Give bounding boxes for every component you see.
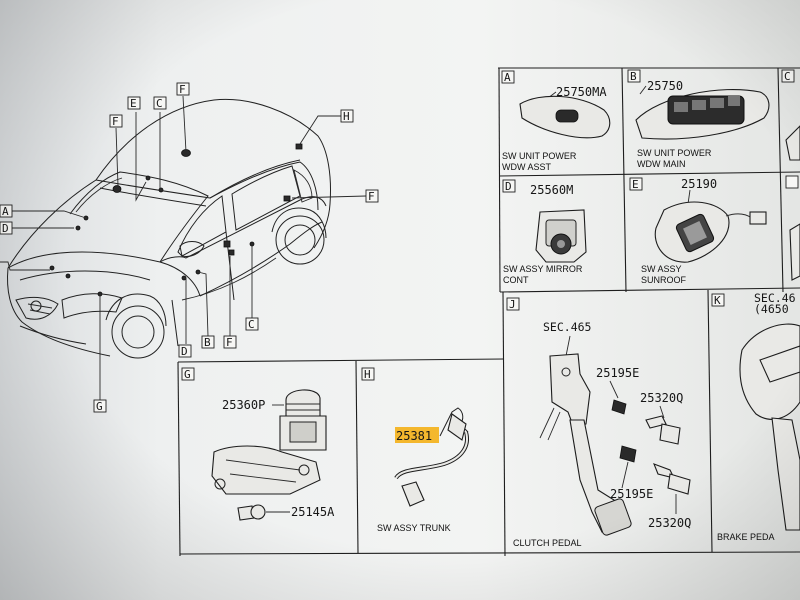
callout-box[interactable]: H: [340, 109, 354, 123]
svg-text:D: D: [505, 180, 512, 193]
callout-box[interactable]: C: [153, 96, 167, 110]
svg-text:25145A: 25145A: [291, 505, 335, 519]
svg-text:SEC.465: SEC.465: [543, 320, 591, 334]
svg-text:25320Q: 25320Q: [648, 516, 691, 530]
svg-text:C: C: [156, 97, 163, 110]
callout-box[interactable]: D: [178, 344, 192, 358]
svg-text:D: D: [181, 345, 188, 358]
panel-g[interactable]: G 25360P 25145A: [181, 367, 335, 521]
svg-text:F: F: [179, 83, 186, 96]
panel-a[interactable]: A 25750MA SW UNIT POWER WDW ASST: [501, 70, 611, 172]
svg-text:E: E: [632, 178, 639, 191]
svg-text:SW UNIT POWER: SW UNIT POWER: [637, 148, 712, 158]
svg-text:G: G: [184, 368, 191, 381]
svg-text:25195E: 25195E: [610, 487, 653, 501]
svg-text:WDW MAIN: WDW MAIN: [637, 159, 686, 169]
svg-text:C: C: [248, 318, 255, 331]
svg-text:H: H: [343, 110, 350, 123]
panel-d[interactable]: D 25560M SW ASSY MIRROR CONT: [502, 179, 587, 285]
callout-box[interactable]: A: [0, 204, 13, 218]
svg-text:B: B: [204, 336, 211, 349]
svg-text:CLUTCH PEDAL: CLUTCH PEDAL: [513, 538, 582, 548]
svg-text:SW ASSY: SW ASSY: [641, 264, 682, 274]
callout-box[interactable]: G: [93, 399, 107, 413]
panel-h[interactable]: H 25381 SW ASSY TRUNK: [361, 367, 469, 533]
svg-text:25750MA: 25750MA: [556, 85, 607, 99]
svg-text:BRAKE PEDA: BRAKE PEDA: [717, 532, 775, 542]
svg-text:WDW ASST: WDW ASST: [502, 162, 552, 172]
svg-text:SW ASSY MIRROR: SW ASSY MIRROR: [503, 264, 583, 274]
bottom-panels: G 25360P 25145A H 25381: [177, 289, 800, 557]
svg-text:H: H: [364, 368, 371, 381]
callout-box[interactable]: F: [109, 114, 123, 128]
svg-text:F: F: [112, 115, 119, 128]
svg-text:SEC.46: SEC.46: [754, 291, 796, 305]
callout-box[interactable]: C: [245, 317, 259, 331]
panel-e[interactable]: E 25190 SW ASSY SUNROOF: [629, 177, 767, 285]
svg-text:25195E: 25195E: [596, 366, 639, 380]
callout-box[interactable]: F: [365, 189, 379, 203]
highlighted-part-number: [395, 427, 439, 443]
panel-f-cropped: [785, 175, 800, 281]
car-callout-boxes: E C F F H F A D D B F C G: [0, 82, 379, 413]
callout-box[interactable]: B: [201, 335, 215, 349]
car-illustration: E C F F H F A D D B F C G: [0, 82, 379, 413]
panel-c[interactable]: C: [781, 69, 800, 161]
svg-text:J: J: [509, 298, 516, 311]
svg-text:25320Q: 25320Q: [640, 391, 683, 405]
svg-text:D: D: [2, 222, 9, 235]
svg-text:G: G: [96, 400, 103, 413]
callout-box[interactable]: F: [176, 82, 190, 96]
svg-text:SW UNIT POWER: SW UNIT POWER: [502, 151, 577, 161]
callout-leaders: [0, 95, 367, 400]
switch-panels-grid: A 25750MA SW UNIT POWER WDW ASST B 25750…: [498, 67, 800, 293]
callout-box[interactable]: F: [223, 335, 237, 349]
svg-text:25560M: 25560M: [530, 183, 573, 197]
svg-text:A: A: [504, 71, 511, 84]
svg-text:25750: 25750: [647, 79, 683, 93]
svg-text:C: C: [784, 70, 791, 83]
svg-text:K: K: [714, 294, 721, 307]
svg-text:25190: 25190: [681, 177, 717, 191]
panel-k[interactable]: K SEC.46 (4650 BRAKE PEDA: [711, 291, 800, 542]
svg-text:25360P: 25360P: [222, 398, 265, 412]
svg-text:(4650: (4650: [754, 302, 789, 316]
callout-box[interactable]: E: [127, 96, 141, 110]
svg-text:SUNROOF: SUNROOF: [641, 275, 687, 285]
svg-text:SW ASSY TRUNK: SW ASSY TRUNK: [377, 523, 451, 533]
svg-text:B: B: [630, 70, 637, 83]
panel-j[interactable]: J SEC.465 25195E 25320Q 25195E 25320Q CL…: [506, 297, 691, 548]
callout-box[interactable]: D: [0, 221, 13, 235]
switch-locations: [49, 143, 303, 297]
svg-text:25381: 25381: [396, 429, 432, 443]
svg-text:CONT: CONT: [503, 275, 529, 285]
panel-b[interactable]: B 25750 SW UNIT POWER WDW MAIN: [627, 69, 770, 169]
svg-text:F: F: [226, 336, 233, 349]
svg-text:F: F: [368, 190, 375, 203]
svg-text:A: A: [2, 205, 9, 218]
svg-text:E: E: [130, 97, 137, 110]
